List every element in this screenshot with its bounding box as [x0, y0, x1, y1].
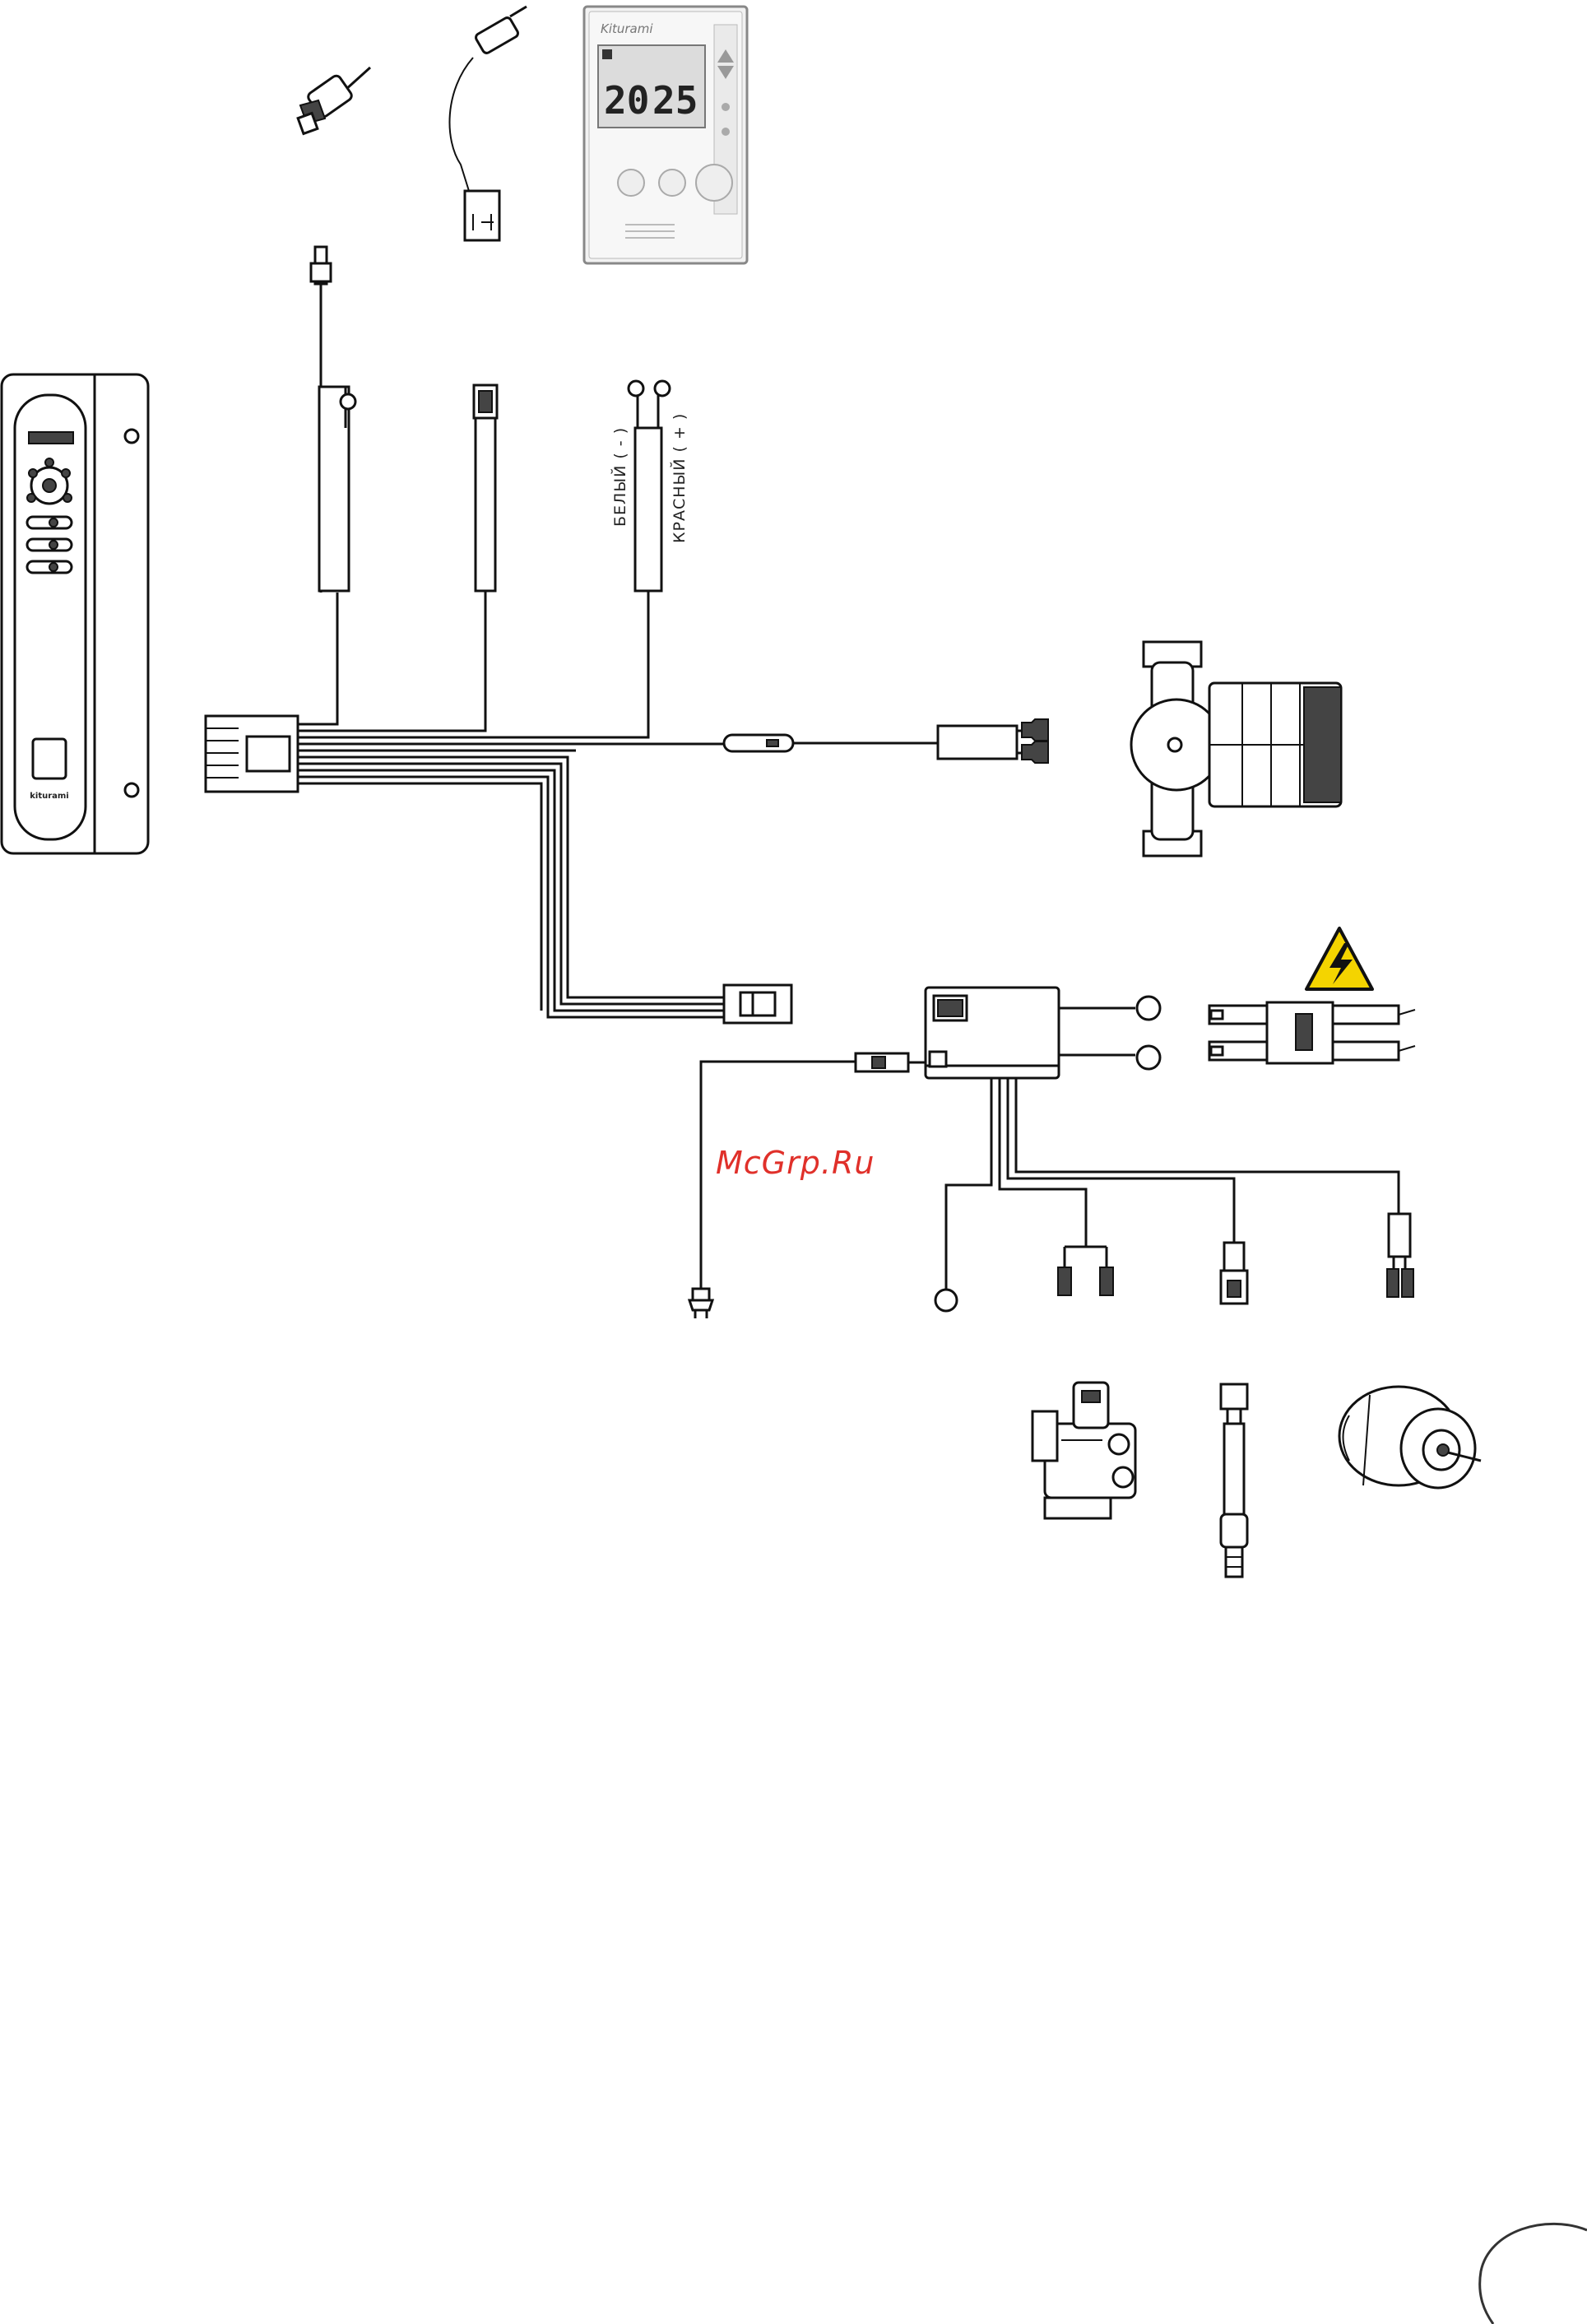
burner-connector [724, 985, 791, 1023]
controller-button-3 [696, 165, 732, 201]
panel-display [29, 432, 73, 444]
sensor-lead-1 [311, 247, 355, 593]
circulation-pump [1131, 642, 1341, 856]
boiler-control-panel: kiturami [2, 374, 148, 853]
watermark-text: McGrp.Ru [716, 1145, 875, 1181]
display-indicator-icon [602, 49, 612, 59]
ring-terminal-icon [341, 394, 355, 409]
display-temp-right: 25 [652, 78, 698, 123]
main-connector [206, 716, 298, 792]
temperature-sensor-left [298, 67, 370, 133]
power-cord [689, 1053, 926, 1318]
wiring-harness [298, 588, 724, 1017]
photo-sensor [1221, 1384, 1247, 1577]
page-number-arc [1480, 2224, 1587, 2324]
display-temp-left: 20 [604, 78, 649, 123]
burner-fan-motor [1339, 1387, 1481, 1488]
ignition-electrodes [1209, 1002, 1415, 1063]
control-box-leads [935, 1078, 1413, 1311]
panel-knob-icon [43, 479, 56, 492]
ring-terminal-icon-white [629, 381, 643, 396]
controller-button-1 [618, 170, 644, 196]
controller-button-2 [659, 170, 685, 196]
panel-brand: kiturami [30, 792, 69, 801]
power-plug-icon [689, 1289, 712, 1318]
temperature-sensor-with-cable [449, 7, 527, 240]
ground-ring-terminal-icon [935, 1290, 957, 1311]
burner-control-box [926, 988, 1160, 1078]
wire-label-red: КРАСНЫЙ ( + ) [670, 413, 689, 543]
wire-label-white: БЕЛЫЙ ( - ) [610, 427, 629, 527]
controller-lead [629, 381, 670, 591]
sensor-lead-2 [474, 385, 497, 591]
controller-brand: Kiturami [601, 21, 653, 36]
high-voltage-warning-icon [1306, 928, 1372, 989]
room-controller: Kiturami 20 25 [584, 7, 747, 263]
oil-pump-solenoid [1032, 1383, 1135, 1518]
ring-terminal-icon-red [655, 381, 670, 396]
pump-lead [724, 719, 1048, 763]
